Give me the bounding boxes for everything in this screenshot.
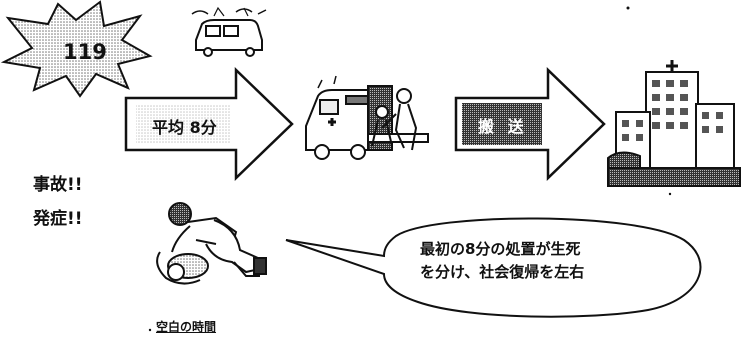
speech-line-2: を分け、社会復帰を左右 [420, 263, 585, 281]
cpr-figure-icon [156, 202, 267, 285]
speech-line-1: 最初の8分の処置が生死 [420, 240, 581, 258]
onset-label: 発症!! [33, 209, 83, 229]
speech-bubble-text: 最初の8分の処置が生死 を分け、社会復帰を左右 [420, 238, 660, 284]
hospital-icon [607, 60, 741, 187]
accident-label: 事故!! [33, 175, 83, 195]
speech-bubble-shape [285, 217, 702, 318]
arrow-transport-label: 搬 送 [478, 117, 528, 136]
blank-time-label: 空白の時間 [156, 320, 217, 334]
arrow-average-label: 平均 8分 [152, 118, 217, 137]
starburst-shape [0, 0, 153, 98]
starburst-label: 119 [63, 40, 107, 64]
ambulance-small-icon [191, 6, 267, 57]
ambulance-paramedics-icon [305, 75, 429, 160]
